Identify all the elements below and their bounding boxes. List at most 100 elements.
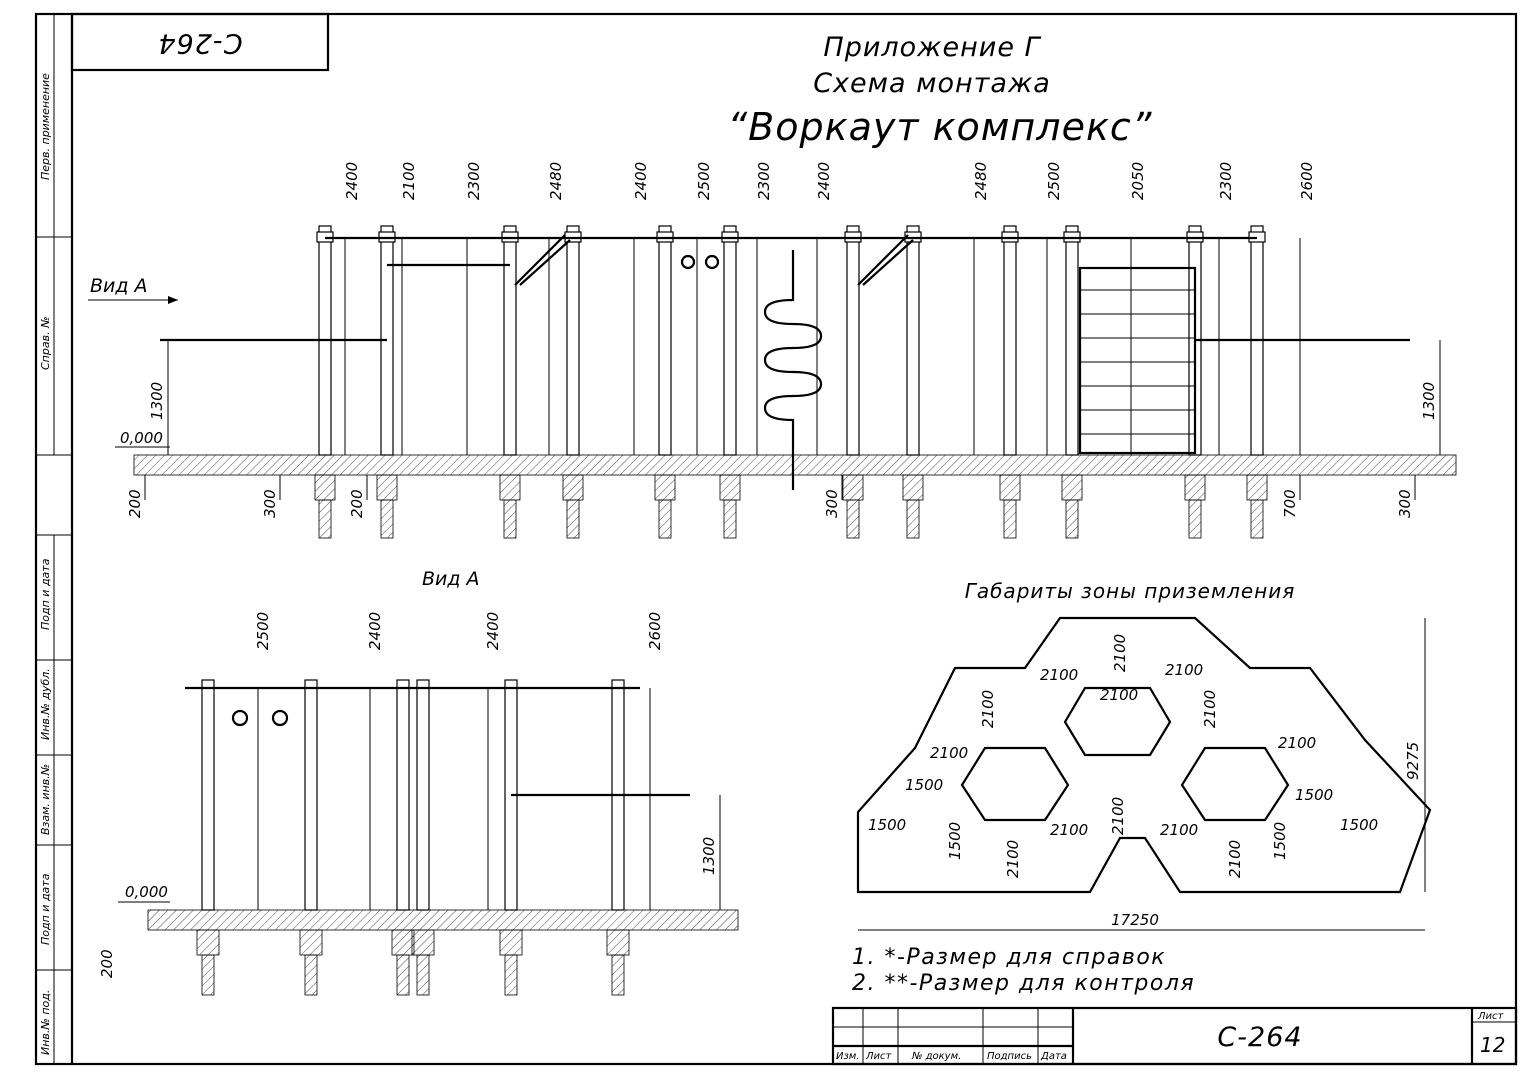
zone-title: Габариты зоны приземления	[965, 579, 1296, 603]
gym-ring	[704, 254, 720, 270]
concrete-footing	[606, 929, 630, 956]
steel-post	[416, 679, 430, 911]
post-anchor	[504, 954, 518, 996]
snake-bar	[763, 250, 823, 490]
zone-outline	[856, 616, 1432, 894]
bottom-dim-label: 200	[348, 489, 366, 518]
flipped-code-box	[70, 12, 330, 72]
side-level-label: 0,000	[125, 883, 168, 901]
zone-dim-2100: 2100	[1165, 661, 1203, 679]
height-dim-label: 2500	[254, 612, 272, 650]
zone-dim-2100: 2100	[1004, 840, 1022, 878]
post-anchor	[1188, 499, 1202, 539]
concrete-footing	[902, 474, 924, 501]
post-anchor	[658, 499, 672, 539]
sheet-border	[34, 12, 1518, 1066]
concrete-footing	[299, 929, 323, 956]
post-anchor	[396, 954, 410, 996]
concrete-footing	[314, 474, 336, 501]
zone-dim-2100: 2100	[1109, 797, 1127, 835]
post-anchor	[723, 499, 737, 539]
concrete-footing	[842, 474, 864, 501]
zone-dim-2100: 2100	[1201, 690, 1219, 728]
steel-post	[906, 225, 920, 456]
steel-post	[566, 225, 580, 456]
side-stamp-label: Инв.№ дубл.	[39, 668, 52, 740]
concrete-footing	[999, 474, 1021, 501]
steel-post	[1003, 225, 1017, 456]
zone-width-label: 17250	[1111, 911, 1159, 929]
bottom-dim-label: 300	[1396, 489, 1414, 518]
hexagon-platform	[1063, 686, 1172, 757]
zone-dim-2100: 2100	[1226, 840, 1244, 878]
stamp-col-doc: № докум.	[911, 1051, 961, 1062]
steel-post	[396, 679, 410, 911]
side-dim-label: 1300	[700, 837, 718, 875]
post-anchor	[416, 954, 430, 996]
side-stamp-label: Взам. инв.№	[39, 764, 52, 835]
post-anchor	[318, 499, 332, 539]
concrete-footing	[654, 474, 676, 501]
zone-dim-2100: 2100	[979, 690, 997, 728]
zone-dim-2100: 2100	[1100, 686, 1138, 704]
view-a-arrow-label: Вид А	[90, 275, 148, 297]
steel-post	[304, 679, 318, 911]
concrete-footing	[196, 929, 220, 956]
post-anchor	[1250, 499, 1264, 539]
post-anchor	[611, 954, 625, 996]
hexagon-platform	[1180, 746, 1290, 822]
post-anchor	[906, 499, 920, 539]
concrete-footing	[1061, 474, 1083, 501]
height-dim-label: 2300	[1217, 162, 1235, 200]
height-dim-label: 2500	[695, 162, 713, 200]
ground-line	[133, 454, 1457, 476]
steel-post	[846, 225, 860, 456]
post-anchor	[503, 499, 517, 539]
concrete-footing	[499, 929, 523, 956]
height-dim-label: 2500	[1045, 162, 1063, 200]
post-anchor	[304, 954, 318, 996]
concrete-footing	[376, 474, 398, 501]
concrete-footing	[411, 929, 435, 956]
height-dim-label: 2600	[646, 612, 664, 650]
zone-dim-2100: 2100	[1160, 821, 1198, 839]
steel-post	[201, 679, 215, 911]
zone-height-label: 9275	[1404, 742, 1422, 780]
stamp-col-list: Лист	[865, 1051, 893, 1062]
height-dim-label: 2050	[1129, 162, 1147, 200]
bottom-dim-label: 200	[126, 489, 144, 518]
landing-zone-plan: Габариты зоны приземления 9275 17250 210…	[856, 579, 1432, 931]
zone-dim-2100: 2100	[1278, 734, 1316, 752]
zone-dim-1500: 1500	[905, 776, 943, 794]
stamp-sheet-number: 12	[1480, 1033, 1505, 1057]
post-anchor	[201, 954, 215, 996]
concrete-footing	[562, 474, 584, 501]
side-stamp: Перв. применение Справ. № Подп и дата Ин…	[39, 73, 52, 1055]
steel-post	[723, 225, 737, 456]
side-stamp-label: Перв. применение	[39, 73, 52, 180]
title-line-2: Схема монтажа	[813, 68, 1051, 99]
stamp-col-date: Дата	[1040, 1051, 1067, 1062]
side-stamp-label: Справ. №	[39, 316, 52, 370]
stamp-code: С-264	[1217, 1022, 1302, 1053]
brace	[857, 234, 914, 286]
concrete-footing	[391, 929, 415, 956]
flipped-sheet-code: С-264	[157, 28, 242, 59]
wall-ladder	[1078, 266, 1197, 455]
stamp-sheet-label: Лист	[1477, 1011, 1505, 1022]
height-dim-label: 2400	[366, 612, 384, 650]
side-stamp-label: Инв.№ под.	[39, 990, 52, 1055]
height-dim-label: 2300	[755, 162, 773, 200]
height-dim-label: 2400	[632, 162, 650, 200]
steel-post	[658, 225, 672, 456]
post-anchor	[566, 499, 580, 539]
height-dim-label: 2480	[547, 162, 565, 200]
height-dim-label: 2100	[400, 162, 418, 200]
zone-dim-1500: 1500	[1295, 786, 1333, 804]
side-ground-line	[147, 909, 739, 931]
side-stamp-label: Подп и дата	[39, 873, 52, 945]
note-1: 1. *-Размер для справок	[852, 945, 1166, 970]
post-anchor	[380, 499, 394, 539]
